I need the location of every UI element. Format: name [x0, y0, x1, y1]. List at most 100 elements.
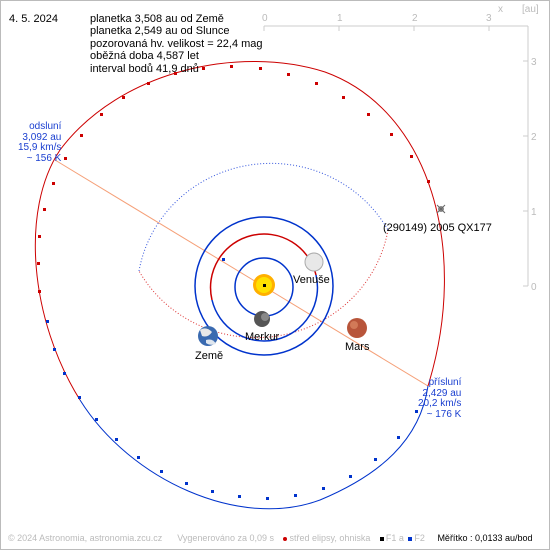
orbit-point: [342, 96, 345, 99]
y-tick-label: 2: [531, 132, 537, 143]
legend-f1-square: [379, 536, 384, 541]
generated-text: Vygenerováno za 0,09 s: [177, 533, 274, 543]
y-tick-label: 0: [531, 282, 537, 293]
y-tick-label: 3: [531, 57, 537, 68]
aphelion-info: odsluní 3,092 au 15,9 km/s ~ 156 K: [18, 121, 62, 164]
venus-orbit-lower: [211, 274, 319, 342]
orbit-point: [95, 418, 98, 421]
orbit-point: [122, 96, 125, 99]
perihelion-speed: 20,2 km/s: [418, 398, 462, 409]
orbit-points-lower: [46, 320, 418, 500]
aphelion-speed: 15,9 km/s: [18, 142, 62, 153]
legend-f1-label: F1 a: [385, 533, 404, 543]
perihelion-temp: ~ 176 K: [426, 408, 462, 420]
orbit-point: [259, 67, 262, 70]
orbit-point: [410, 155, 413, 158]
venus-orbit-upper: [209, 233, 317, 301]
x-tick-label: 3: [486, 13, 492, 24]
aphelion-distance: 3,092 au: [22, 131, 62, 143]
orbit-point: [43, 208, 46, 211]
scale-label: Měřítko : 0,0133 au/bod: [437, 533, 533, 543]
legend-f2-label: F2: [414, 533, 425, 543]
orbit-point: [230, 65, 233, 68]
orbit-point: [63, 372, 66, 375]
orbit-point: [390, 133, 393, 136]
asteroid-marker: [436, 204, 446, 214]
orbit-point: [211, 490, 214, 493]
orbit-point: [64, 157, 67, 160]
ellipse-center-marker: [222, 258, 225, 261]
asteroid-orbit-lower: [79, 385, 429, 510]
orbit-point: [53, 348, 56, 351]
info-magnitude: pozorovaná hv. velikost = 22,4 mag: [90, 37, 263, 50]
info-earth-distance: planetka 3,508 au od Země: [90, 13, 224, 25]
earth-label: Země: [195, 350, 223, 362]
orbit-point: [266, 497, 269, 500]
x-axis-label: x: [498, 4, 503, 15]
orbit-point: [287, 73, 290, 76]
planet-labels: Venuše Merkur Země Mars (290149) 2005 QX…: [195, 222, 492, 362]
orbit-point: [185, 482, 188, 485]
apsis-line: [54, 159, 429, 387]
legend-center-dot: [283, 536, 288, 541]
x-axis-ticks: [263, 26, 490, 31]
orbit-point: [174, 72, 177, 75]
orbit-point: [415, 410, 418, 413]
asteroid-cross: [436, 204, 446, 214]
orbit-point: [322, 487, 325, 490]
axes: 0 1 2 3 x [au] 3 2 1 0: [262, 4, 539, 293]
orbit-point: [100, 113, 103, 116]
info-point-interval: interval bodů 41,9 dnů: [90, 62, 199, 75]
orbit-point: [52, 182, 55, 185]
sun-center-marker: [263, 284, 266, 287]
aphelion-title: odsluní: [29, 121, 62, 132]
asteroid-orbit-upper: [34, 61, 445, 401]
x-tick-label: 0: [262, 13, 268, 24]
aphelion-temp: ~ 156 K: [26, 152, 62, 164]
orbit-point: [38, 290, 41, 293]
orbit-point: [367, 113, 370, 116]
date-label: 4. 5. 2024: [9, 13, 58, 25]
mars-planet: [347, 318, 367, 338]
orbit-point: [137, 456, 140, 459]
venus-label: Venuše: [293, 274, 330, 286]
orbit-point: [374, 458, 377, 461]
info-panel: planetka 3,508 au od Země planetka 2,549…: [90, 13, 263, 75]
orbit-point: [160, 470, 163, 473]
legend-center-label: střed elipsy, ohniska: [289, 533, 371, 543]
orbit-point: [115, 438, 118, 441]
orbit-point: [37, 262, 40, 265]
sun: [253, 274, 275, 296]
orbit-point: [349, 475, 352, 478]
orbit-point: [38, 235, 41, 238]
info-sun-distance: planetka 2,549 au od Slunce: [90, 25, 230, 38]
y-tick-labels: 3 2 1 0: [531, 57, 537, 293]
orbit-point: [202, 67, 205, 70]
perihelion-info: přísluní 2,429 au 20,2 km/s ~ 176 K: [418, 377, 462, 420]
mars-orbit-upper: [138, 162, 389, 272]
orbit-point: [427, 180, 430, 183]
mercury-highlight: [261, 313, 269, 321]
x-tick-labels: 0 1 2 3 x [au]: [262, 4, 539, 24]
earth-cloud: [206, 339, 216, 345]
orbit-point: [46, 320, 49, 323]
footer: © 2024 Astronomia, astronomia.zcu.cz Vyg…: [8, 533, 533, 543]
orbit-points-upper: [37, 65, 430, 293]
info-period: oběžná doba 4,587 let: [90, 50, 199, 63]
orbit-point: [315, 82, 318, 85]
venus-planet: [304, 252, 324, 272]
mars-highlight: [350, 321, 358, 329]
perihelion-title: přísluní: [428, 377, 462, 388]
orbit-point: [78, 396, 81, 399]
earth-orbit: [194, 216, 334, 356]
perihelion-distance: 2,429 au: [422, 387, 462, 399]
orbit-point: [238, 495, 241, 498]
earth-cloud: [200, 328, 212, 337]
x-tick-label: 1: [337, 13, 343, 24]
x-tick-label: 2: [412, 13, 418, 24]
copyright-link[interactable]: © 2024 Astronomia, astronomia.zcu.cz: [8, 533, 163, 543]
orbit-point: [397, 436, 400, 439]
